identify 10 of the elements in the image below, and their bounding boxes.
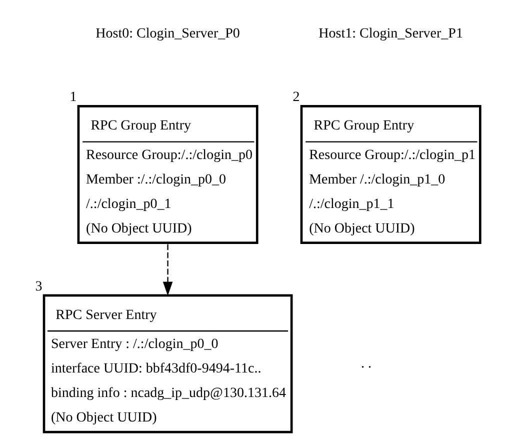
label: Host1: Clogin_Server_P1 (318, 26, 463, 42)
node-label: 1 (70, 90, 77, 106)
node-label: 2 (292, 90, 300, 106)
node-label: 3 (35, 279, 42, 294)
node-box: RPC Group Entry Resource Group:/.:/clogin_p0 Member :/.:/clogin_p0_0 /.:/clogin_p0_1 (No Object UUID) (77, 105, 258, 244)
node-box: RPC Server Entry Server Entry : /.:/clogin_p0_0 interface UUID: bbf43df0-9494-11c.. binding info : ncadg_ip_udp@130.131.64 (No Object UUID) (42, 294, 293, 434)
arrow (162, 244, 173, 296)
label: . . (361, 356, 372, 372)
label: Host0: Clogin_Server_P0 (96, 26, 240, 42)
node-box: RPC Group Entry Resource Group:/.:/clogin_p1 Member /.:/clogin_p1_0 /.:/clogin_p1_1 (No Object UUID) (300, 105, 482, 244)
